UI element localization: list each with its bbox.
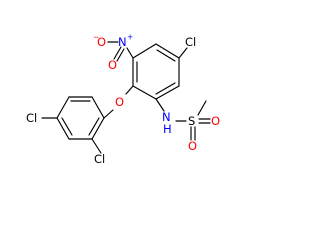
cl-top-label: Cl <box>185 35 196 49</box>
left-benzene-ring <box>56 96 105 140</box>
structure-svg: Cl O − N + O O N H S O O Cl Cl <box>26 33 220 167</box>
nitro-n-charge: + <box>127 33 133 42</box>
nitro-o-charge: − <box>93 33 99 42</box>
sulfonyl-o-right-label: O <box>211 114 220 128</box>
ether-o-label: O <box>115 95 124 109</box>
sulfonyl-o-down-label: O <box>188 139 197 153</box>
right-benzene-ring <box>132 43 180 100</box>
molecule-diagram: Cl O − N + O O N H S O O Cl Cl <box>26 33 220 167</box>
nitro-n-label: N <box>118 35 127 49</box>
cl-left-label: Cl <box>26 111 37 125</box>
nitro-o-down-label: O <box>108 58 117 72</box>
nitro-o-left-label: O <box>97 35 106 49</box>
sulfur-label: S <box>188 114 195 128</box>
amide-h-label: H <box>163 122 172 136</box>
cl-ortho-label: Cl <box>94 152 105 166</box>
amide-n-label: N <box>162 110 171 124</box>
substituent-bonds <box>41 41 211 154</box>
